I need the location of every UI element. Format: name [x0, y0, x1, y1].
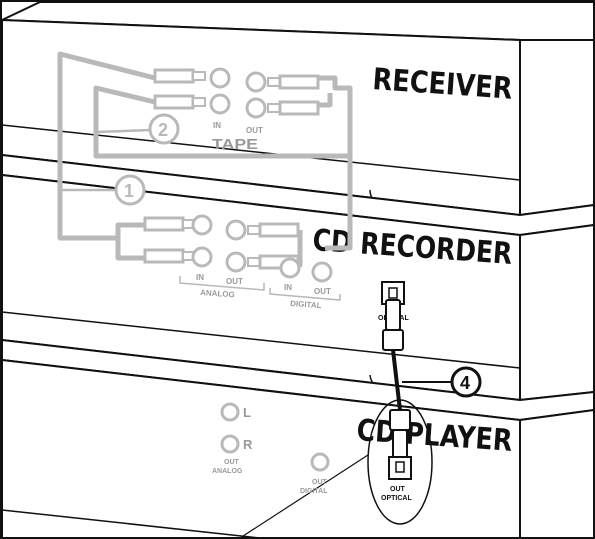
rca-plug — [267, 100, 320, 116]
svg-text:4: 4 — [460, 373, 470, 393]
zoom-highlight — [367, 399, 433, 525]
analog-r-label: R — [243, 437, 253, 452]
player-jacks: L R OUT ANALOG OUT DIGITAL — [212, 402, 330, 495]
analog-label: ANALOG — [212, 468, 243, 475]
callout-1: 1 — [60, 174, 146, 206]
cd-player-unit: CD PLAYER — [1, 338, 595, 539]
receiver-tape-jacks: IN OUT TAPE — [153, 67, 320, 153]
analog-in-jack — [191, 246, 213, 268]
analog-in-label: IN — [196, 273, 204, 282]
svg-text:1: 1 — [124, 181, 134, 201]
digital-section-label: DIGITAL — [290, 299, 322, 310]
tape-out-jack — [245, 71, 267, 93]
analog-out-l-jack — [220, 402, 240, 422]
recorder-jacks: IN OUT ANALOG IN OUT DIGITAL — [143, 214, 341, 310]
svg-text:2: 2 — [158, 120, 168, 140]
digital-out-jack — [310, 452, 330, 472]
tape-out-jack — [245, 97, 267, 119]
player-digital-label: DIGITAL — [300, 488, 328, 495]
analog-out-r-jack — [220, 434, 240, 454]
analog-out-jack — [225, 251, 247, 273]
rca-plug — [153, 94, 206, 110]
analog-section-label: ANALOG — [200, 288, 235, 299]
analog-out-label: OUT — [224, 459, 240, 466]
analog-l-label: L — [243, 405, 251, 420]
rca-plug — [143, 216, 196, 232]
rca-plug — [267, 74, 320, 90]
tape-in-jack — [209, 93, 231, 115]
digital-in-label: IN — [284, 283, 292, 292]
rca-plug — [153, 68, 206, 84]
receiver-unit: RECEIVER — [1, 0, 595, 217]
tape-in-jack — [209, 67, 231, 89]
rca-plug — [247, 222, 300, 238]
analog-out-label: OUT — [226, 277, 243, 286]
tape-out-label: OUT — [246, 126, 263, 135]
analog-out-jack — [225, 219, 247, 241]
analog-in-jack — [191, 214, 213, 236]
optical-out-label: OPTICAL — [381, 495, 412, 502]
tape-section-label: TAPE — [212, 136, 258, 153]
callout-2: 2 — [95, 113, 180, 145]
digital-out-jack — [311, 261, 333, 283]
callout-4: 4 — [402, 366, 482, 398]
digital-in-jack — [279, 257, 301, 279]
player-digital-out-label: OUT — [312, 479, 328, 486]
rca-plug — [143, 248, 196, 264]
digital-out-label: OUT — [314, 287, 331, 296]
tape-in-label: IN — [213, 121, 221, 130]
optical-cable: OPTICAL OUT OPTICAL — [239, 281, 433, 539]
optical-out-jack-label: OUT — [390, 486, 406, 493]
